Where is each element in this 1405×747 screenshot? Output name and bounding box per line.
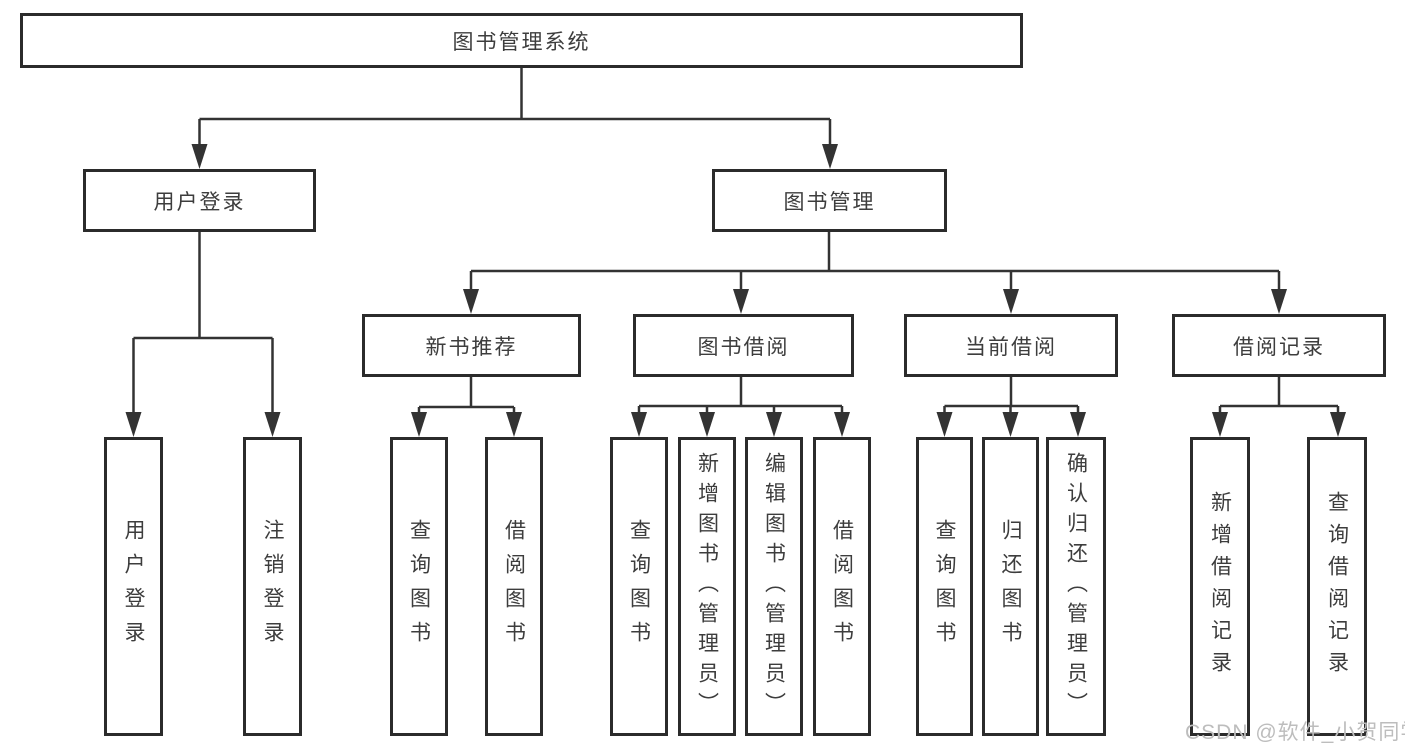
node-label: 查询图书 (933, 518, 956, 655)
node-label: 用户登录 (153, 190, 246, 214)
leaf-current-return-books: 归还图书 (982, 437, 1039, 736)
node-label: 注销登录 (261, 518, 284, 655)
node-current-borrowing: 当前借阅 (904, 314, 1118, 377)
node-label: 图书管理 (783, 190, 876, 214)
node-borrowing-records: 借阅记录 (1172, 314, 1386, 377)
node-label: 用户登录 (122, 518, 145, 655)
leaf-borrow-query-books: 查询图书 (610, 437, 668, 736)
leaf-borrow-borrow-books: 借阅图书 (813, 437, 871, 736)
arrowhead-icons (125, 144, 1346, 437)
leaf-recommend-query-books: 查询图书 (390, 437, 448, 736)
node-book-management: 图书管理 (712, 169, 947, 232)
node-label: 借阅记录 (1233, 335, 1325, 359)
node-label: 图书管理系统 (452, 30, 591, 54)
leaf-borrow-add-books-admin: 新增图书（管理员） (678, 437, 736, 736)
node-new-book-recommendation: 新书推荐 (362, 314, 581, 377)
leaf-borrow-edit-books-admin: 编辑图书（管理员） (745, 437, 803, 736)
node-label: 查询图书 (407, 518, 431, 655)
node-label: 确认归还（管理员） (1064, 451, 1088, 722)
node-label: 归还图书 (999, 518, 1022, 655)
leaf-current-query-books: 查询图书 (916, 437, 973, 736)
leaf-recommend-borrow-books: 借阅图书 (485, 437, 543, 736)
leaf-records-add-record: 新增借阅记录 (1190, 437, 1250, 736)
leaf-user-login: 用户登录 (104, 437, 163, 736)
csdn-watermark: CSDN @软件_小贺同学 (1185, 721, 1405, 744)
node-library-management-system: 图书管理系统 (20, 13, 1023, 68)
node-label: 新增图书（管理员） (695, 451, 719, 722)
node-label: 新增借阅记录 (1208, 490, 1232, 683)
leaf-logout: 注销登录 (243, 437, 302, 736)
node-label: 借阅图书 (830, 518, 854, 655)
node-book-borrowing: 图书借阅 (633, 314, 854, 377)
node-label: 编辑图书（管理员） (762, 451, 786, 722)
leaf-current-confirm-return-admin: 确认归还（管理员） (1046, 437, 1106, 736)
node-label: 查询图书 (627, 518, 651, 655)
node-label: 图书借阅 (697, 335, 790, 359)
node-label: 查询借阅记录 (1325, 490, 1349, 683)
node-label: 借阅图书 (502, 518, 526, 655)
node-label: 当前借阅 (965, 335, 1057, 359)
leaf-records-query-record: 查询借阅记录 (1307, 437, 1367, 736)
node-label: 新书推荐 (425, 335, 518, 359)
node-user-login-branch: 用户登录 (83, 169, 316, 232)
